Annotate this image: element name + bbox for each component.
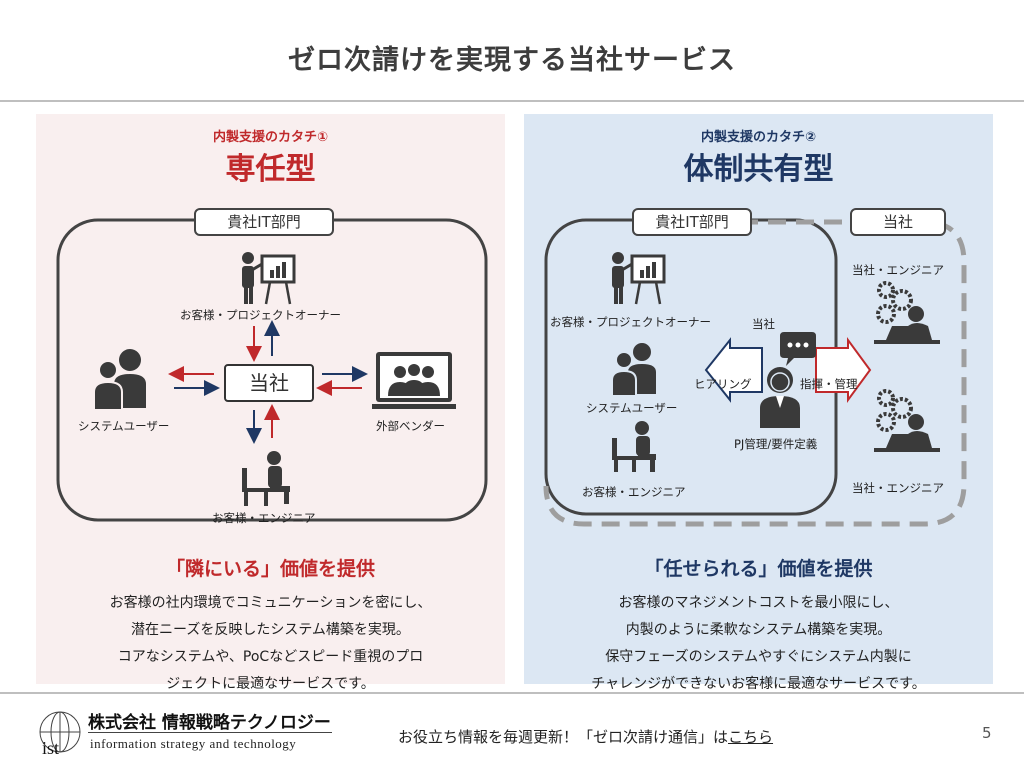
- company-name-en: information strategy and technology: [90, 736, 297, 751]
- footer-divider: [0, 692, 1024, 694]
- video-conference-icon: [372, 352, 456, 409]
- right-subtitle: 内製支援のカタチ②: [700, 130, 816, 145]
- company-name: 株式会社 情報戦略テクノロジー: [88, 713, 331, 733]
- left-center-box: 当社: [224, 364, 314, 402]
- left-desc-line: ジェクトに最適なサービスです。: [166, 676, 375, 692]
- company-logo: ist: [39, 711, 81, 758]
- left-system-user-label: システムユーザー: [78, 419, 170, 433]
- left-desc-line: お客様の社内環境でコミュニケーションを密にし、: [109, 595, 432, 611]
- right-engineer-label: お客様・エンジニア: [582, 485, 686, 499]
- footer-notice-line: お役立ち情報を毎週更新！「ゼロ次請け通信」はこちら: [398, 726, 773, 747]
- right-company-tab: 当社: [850, 208, 946, 236]
- left-desc-line: 潜在ニーズを反映したシステム構築を実現。: [131, 622, 410, 638]
- our-engineer-bottom-label: 当社・エンジニア: [852, 481, 944, 495]
- title-divider: [0, 100, 1024, 102]
- left-arrows: [168, 320, 368, 444]
- right-owner-label: お客様・プロジェクトオーナー: [550, 315, 711, 329]
- left-desc-line: コアなシステムや、PoCなどスピード重視のプロ: [117, 649, 424, 665]
- left-heading: 専任型: [225, 152, 316, 187]
- right-big-arrows: [704, 336, 872, 404]
- footer-notice: お役立ち情報を毎週更新！「ゼロ次請け通信」は: [398, 728, 729, 746]
- users-icon: [611, 343, 656, 397]
- hearing-label: ヒアリング: [694, 377, 752, 391]
- users-icon: [93, 349, 146, 411]
- engineer-icon: [612, 421, 656, 472]
- right-desc-line: 内製のように柔軟なシステム構築を実現。: [625, 622, 892, 638]
- company-name-rule: [88, 732, 332, 733]
- right-value-heading: 「任せられる」価値を提供: [644, 558, 873, 580]
- slide-title: ゼロ次請けを実現する当社サービス: [288, 45, 736, 76]
- right-desc-line: 保守フェーズのシステムやすぐにシステム内製に: [605, 649, 912, 665]
- right-description: お客様のマネジメントコストを最小限にし、 内製のように柔軟なシステム構築を実現。…: [524, 590, 993, 698]
- right-desc-line: チャレンジができないお客様に最適なサービスです。: [591, 676, 926, 692]
- right-it-dept-tab: 貴社IT部門: [632, 208, 752, 236]
- pm-label: 当社: [752, 317, 775, 330]
- page-number: 5: [982, 724, 992, 742]
- engineer-gears-icon: [874, 389, 940, 452]
- left-vendor-label: 外部ベンダー: [376, 419, 445, 433]
- project-manager-icon: [760, 332, 816, 428]
- our-engineer-top-label: 当社・エンジニア: [852, 263, 944, 277]
- presenter-icon: [612, 252, 666, 305]
- left-panel: 内製支援のカタチ① 専任型 貴社IT部門 お客様・プロジェクトオーナー: [36, 114, 505, 692]
- presenter-icon: [242, 252, 296, 305]
- left-engineer-label: お客様・エンジニア: [212, 511, 316, 525]
- left-it-dept-tab: 貴社IT部門: [194, 208, 334, 236]
- logo-text: ist: [42, 738, 59, 758]
- right-heading: 体制共有型: [683, 152, 834, 187]
- pm-role-label: PJ管理/要件定義: [734, 437, 818, 451]
- right-system-user-label: システムユーザー: [586, 401, 678, 415]
- left-value-heading: 「隣にいる」価値を提供: [165, 558, 375, 580]
- left-description: お客様の社内環境でコミュニケーションを密にし、 潜在ニーズを反映したシステム構築…: [36, 590, 505, 698]
- right-desc-line: お客様のマネジメントコストを最小限にし、: [618, 595, 899, 611]
- footer-link[interactable]: こちら: [728, 728, 774, 746]
- direction-label: 指揮・管理: [800, 377, 858, 391]
- engineer-gears-icon: [874, 281, 940, 344]
- left-owner-label: お客様・プロジェクトオーナー: [180, 308, 341, 322]
- left-subtitle: 内製支援のカタチ①: [212, 130, 328, 145]
- engineer-icon: [242, 451, 290, 506]
- right-panel: 内製支援のカタチ② 体制共有型 貴社IT部門 当社 お客様・プロジェクトオーナー…: [524, 114, 993, 692]
